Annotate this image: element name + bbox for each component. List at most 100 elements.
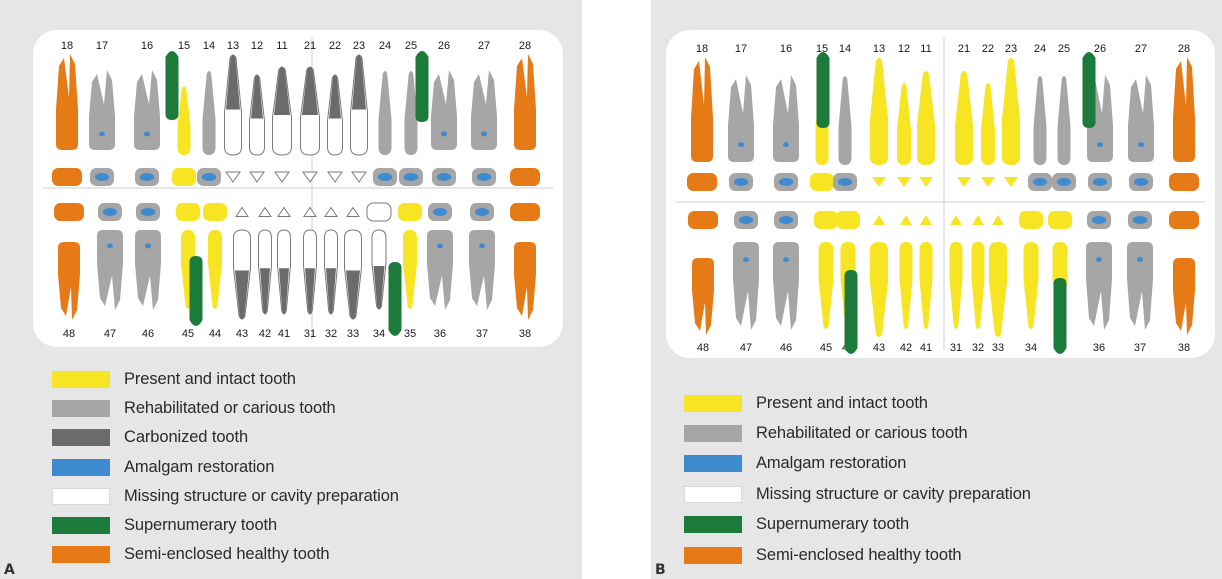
occlusal-view (54, 203, 84, 221)
upper-tooth (89, 70, 115, 150)
occlusal-view (1169, 173, 1199, 191)
tooth-number: 13 (873, 43, 885, 55)
occlusal-view (900, 215, 912, 225)
upper-tooth (955, 71, 973, 165)
occlusal-view (1004, 177, 1018, 187)
tooth-number: 37 (476, 328, 488, 340)
upper-tooth (177, 86, 191, 155)
tooth-number: 46 (780, 342, 792, 354)
lower-tooth (1086, 242, 1112, 330)
legend-label: Amalgam restoration (124, 457, 275, 476)
tooth-number: 12 (898, 43, 910, 55)
odontogram-diagram-b: 18 17 16 15 14 13 12 11 21 22 23 24 25 2… (676, 38, 1205, 354)
legend-item: Missing structure or cavity preparation (684, 479, 1031, 509)
upper-tooth (691, 57, 713, 162)
tooth-number: 41 (920, 342, 932, 354)
tooth-number: 15 (816, 43, 828, 55)
occlusal-view (277, 206, 291, 217)
amalgam-spot (1132, 216, 1148, 224)
tooth-number: 37 (1134, 342, 1146, 354)
amalgam-spot (479, 243, 485, 249)
tooth-number: 44 (209, 328, 221, 340)
lower-tooth (1173, 258, 1195, 335)
amalgam-spot (403, 173, 419, 181)
tooth-number: 22 (329, 40, 341, 52)
panel-letter: B (655, 562, 666, 578)
tooth-number: 23 (1005, 43, 1017, 55)
tooth-number: 28 (1178, 43, 1190, 55)
legend-label: Missing structure or cavity preparation (124, 486, 399, 505)
occlusal-view (351, 171, 367, 183)
tooth-number: 46 (142, 328, 154, 340)
amalgam-spot (481, 131, 487, 137)
carbonized-root (235, 270, 249, 319)
amalgam-spot (783, 257, 789, 263)
lower-tooth (97, 230, 123, 310)
lower-tooth (427, 230, 453, 310)
odontogram-panel-b: 18 17 16 15 14 13 12 11 21 22 23 24 25 2… (651, 0, 1222, 579)
amalgam-spot (1092, 178, 1108, 186)
upper-tooth (56, 54, 78, 150)
occlusal-view (176, 203, 200, 221)
tooth-number: 11 (276, 40, 287, 52)
legend-swatch-rehabilitated (684, 425, 742, 443)
occlusal-view (897, 177, 911, 187)
tooth-number: 15 (178, 40, 190, 52)
supernumerary-tooth (415, 51, 429, 122)
tooth-number: 36 (434, 328, 446, 340)
supernumerary-tooth (165, 51, 179, 120)
amalgam-spot (99, 131, 105, 137)
legend-item: Rehabilitated or carious tooth (684, 418, 1031, 448)
legend-swatch-carbonized (52, 429, 110, 447)
carbonized-root (305, 268, 315, 314)
upper-tooth (728, 75, 754, 162)
amalgam-spot (377, 173, 393, 181)
upper-tooth (1033, 76, 1047, 165)
occlusal-view (366, 202, 392, 222)
legend-item: Supernumerary tooth (52, 511, 399, 540)
carbonized-root (226, 55, 240, 110)
carbonized-root (302, 67, 318, 115)
carbonized-root (346, 270, 360, 319)
amalgam-spot (102, 208, 118, 216)
occlusal-view (324, 206, 338, 217)
amalgam-spot (441, 131, 447, 137)
tooth-number: 24 (379, 40, 391, 52)
tooth-number: 27 (478, 40, 490, 52)
tooth-number: 21 (958, 43, 970, 55)
legend-swatch-intact (52, 371, 110, 389)
amalgam-spot (778, 216, 794, 224)
supernumerary-tooth (388, 262, 402, 336)
amalgam-spot (733, 178, 749, 186)
tooth-number: 38 (519, 328, 531, 340)
occlusal-view (872, 177, 886, 187)
tooth-number: 48 (63, 328, 75, 340)
amalgam-spot (1133, 178, 1149, 186)
lower-tooth (989, 242, 1007, 337)
tooth-number: 12 (251, 40, 263, 52)
tooth-number: 18 (696, 43, 708, 55)
supernumerary-tooth (189, 256, 203, 326)
legend-label: Supernumerary tooth (756, 515, 910, 534)
carbonized-root (373, 266, 385, 309)
occlusal-view (688, 211, 718, 229)
legend-item: Carbonized tooth (52, 423, 399, 452)
amalgam-spot (437, 243, 443, 249)
occlusal-view (249, 171, 265, 183)
tooth-number: 23 (353, 40, 365, 52)
legend-label: Carbonized tooth (124, 428, 249, 447)
legend-swatch-missing (684, 485, 742, 503)
legend-label: Supernumerary tooth (124, 516, 278, 535)
occlusal-view (203, 203, 227, 221)
upper-tooth (870, 58, 888, 165)
tooth-number: 34 (373, 328, 385, 340)
lower-tooth (208, 230, 222, 309)
occlusal-view (873, 215, 885, 225)
upper-tooth (514, 54, 536, 150)
legend-label: Present and intact tooth (124, 370, 296, 389)
occlusal-view (992, 215, 1004, 225)
occlusal-view (235, 206, 249, 217)
amalgam-spot (738, 142, 744, 148)
occlusal-view (1169, 211, 1199, 229)
occlusal-view (1048, 211, 1072, 229)
